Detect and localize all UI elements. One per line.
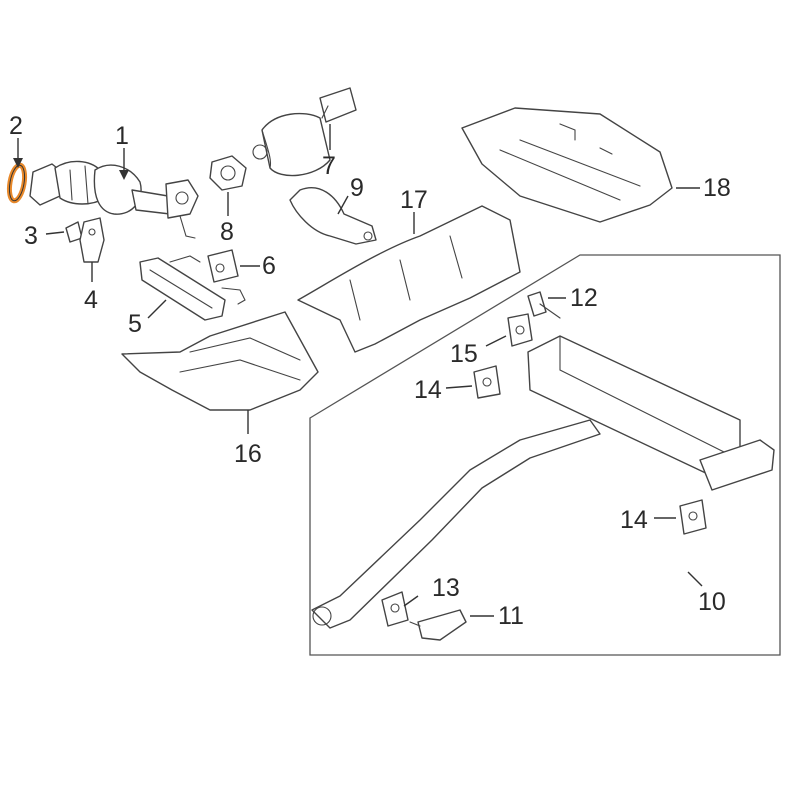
callout-8: 8	[220, 218, 234, 246]
part-11-bracket[interactable]	[409, 609, 467, 641]
part-16-heat-shield[interactable]	[121, 311, 319, 411]
part-10-group-outline	[309, 254, 781, 656]
callout-5: 5	[128, 310, 142, 338]
part-8-gasket[interactable]	[209, 155, 247, 191]
callout-10: 10	[698, 588, 726, 616]
callout-18: 18	[703, 174, 731, 202]
callout-14a: 14	[414, 376, 442, 404]
callout-4: 4	[84, 286, 98, 314]
callout-14b: 14	[620, 506, 648, 534]
callout-11: 11	[498, 602, 524, 630]
callout-13: 13	[432, 574, 460, 602]
callout-6: 6	[262, 252, 276, 280]
part-6-hanger[interactable]	[207, 249, 239, 283]
callout-16: 16	[234, 440, 262, 468]
part-12-bolt[interactable]	[527, 291, 561, 319]
callout-7: 7	[322, 152, 336, 180]
part-13-hanger[interactable]	[381, 591, 409, 627]
callout-15: 15	[450, 340, 478, 368]
callout-2: 2	[9, 112, 23, 140]
leader-lines	[13, 124, 703, 617]
callout-17: 17	[400, 186, 428, 214]
part-7-resonator[interactable]	[252, 87, 357, 177]
callout-9: 9	[350, 174, 364, 202]
part-14-hanger-lower[interactable]	[679, 499, 707, 535]
callout-1: 1	[115, 122, 129, 150]
part-18-under-shield[interactable]	[461, 107, 673, 223]
callout-labels: 2 1 3 4 5 6 7 8 9 17 18 12 15 14 16 14 1…	[9, 112, 731, 630]
part-4-bracket[interactable]	[79, 217, 105, 263]
part-15-hanger[interactable]	[507, 313, 533, 347]
part-2-gasket[interactable]	[6, 162, 28, 204]
callout-12: 12	[570, 284, 598, 312]
part-17-heat-shield[interactable]	[297, 205, 521, 353]
part-9-clamp[interactable]	[289, 187, 377, 245]
part-1-catalytic-converter[interactable]	[29, 160, 199, 239]
callout-3: 3	[24, 222, 38, 250]
part-14-hanger-upper[interactable]	[473, 365, 501, 399]
part-10-muffler-assembly[interactable]	[311, 335, 775, 629]
part-5-bracket[interactable]	[139, 255, 246, 321]
